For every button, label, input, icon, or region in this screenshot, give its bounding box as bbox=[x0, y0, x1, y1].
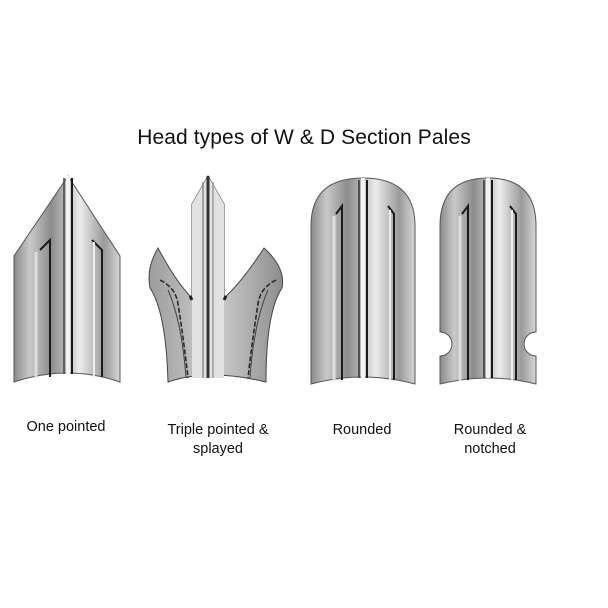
label-line-2: splayed bbox=[193, 441, 243, 457]
label-rounded-notched: Rounded & notched bbox=[428, 421, 552, 459]
label-line-1: Triple pointed & bbox=[167, 422, 269, 438]
label-rounded: Rounded bbox=[300, 421, 424, 440]
rounded-notched-pale-illustration bbox=[439, 177, 537, 385]
diagram-title: Head types of W & D Section Pales bbox=[137, 126, 471, 149]
rounded-pale-illustration bbox=[310, 177, 416, 385]
label-one-pointed: One pointed bbox=[6, 418, 126, 437]
label-triple-pointed-splayed: Triple pointed & splayed bbox=[138, 421, 298, 459]
one-pointed-pale-illustration bbox=[13, 175, 121, 383]
label-line-1: Rounded & bbox=[453, 422, 527, 438]
triple-pointed-splayed-pale-illustration bbox=[148, 174, 284, 383]
label-line-1: Rounded bbox=[332, 422, 392, 438]
label-line-1: One pointed bbox=[26, 419, 106, 435]
label-line-2: notched bbox=[464, 441, 516, 457]
